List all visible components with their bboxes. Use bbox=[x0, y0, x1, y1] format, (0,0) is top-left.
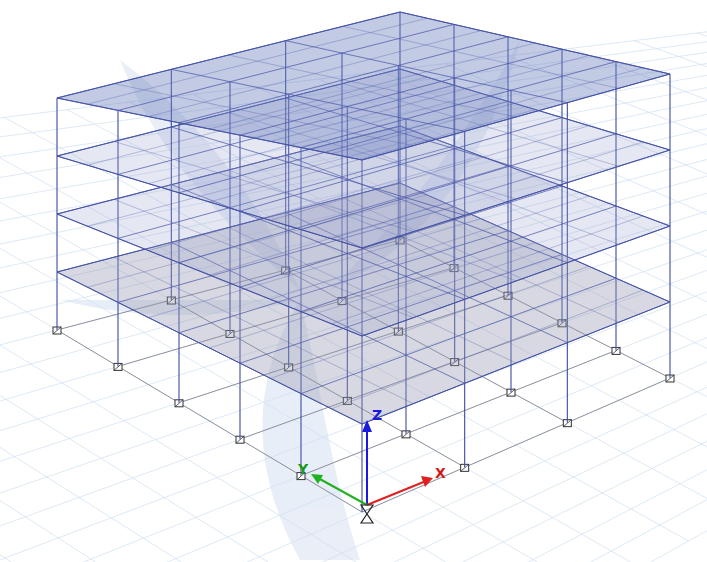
y-axis bbox=[318, 478, 367, 505]
beam bbox=[362, 226, 670, 336]
beam bbox=[240, 49, 562, 135]
beam bbox=[332, 68, 644, 154]
beam bbox=[149, 31, 482, 117]
axis-label: Y bbox=[298, 462, 308, 476]
origin-support bbox=[361, 505, 373, 523]
beam bbox=[179, 37, 508, 123]
beam bbox=[118, 24, 454, 110]
beam bbox=[57, 12, 400, 98]
x-axis-head bbox=[421, 476, 433, 487]
beam bbox=[301, 62, 616, 148]
axis-triad bbox=[311, 420, 433, 523]
y-axis-head bbox=[311, 474, 323, 484]
grid-line bbox=[0, 41, 707, 562]
beam bbox=[271, 55, 590, 141]
beam bbox=[362, 302, 670, 424]
x-axis bbox=[367, 481, 426, 505]
axis-label: X bbox=[435, 466, 446, 480]
z-axis bbox=[366, 428, 368, 505]
building-frame bbox=[53, 12, 674, 512]
beam bbox=[362, 150, 670, 248]
beam bbox=[88, 18, 428, 104]
grid-line bbox=[697, 33, 707, 220]
beam bbox=[332, 142, 644, 239]
beam bbox=[210, 43, 536, 129]
floor-slab bbox=[57, 12, 670, 160]
z-axis-head bbox=[362, 420, 372, 432]
beam bbox=[362, 74, 670, 160]
axis-label: Z bbox=[372, 408, 382, 422]
